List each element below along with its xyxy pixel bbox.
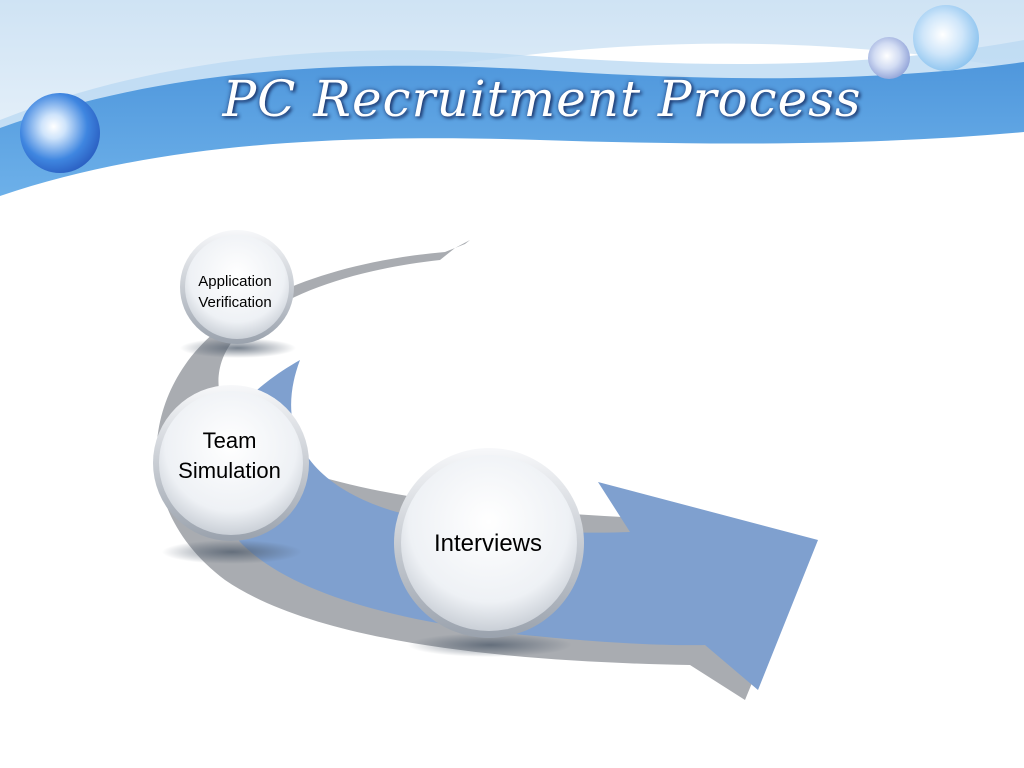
orb-left [20, 93, 100, 173]
step-1-line-2: Verification [198, 294, 272, 311]
bubble-2 [159, 391, 303, 535]
header-banner [0, 0, 1024, 215]
header-sky [0, 0, 1024, 170]
orb-right-small [868, 37, 910, 79]
bubble-1 [185, 235, 289, 339]
bubble-3-shadow [408, 633, 572, 657]
step-interviews: Interviews [398, 529, 578, 559]
step-team-simulation: Team Simulation [157, 426, 302, 486]
step-1-line-1: Application [198, 273, 272, 290]
header-white-stripe [0, 132, 1024, 215]
curved-arrow-blue [211, 360, 818, 690]
step-2-line-1: Team [202, 428, 257, 453]
step-2-line-2: Simulation [178, 458, 281, 483]
bubble-2-shadow [162, 540, 302, 564]
header-light-wave [0, 40, 1024, 155]
step-3-line-1: Interviews [433, 530, 543, 557]
orb-right-large [913, 5, 979, 71]
header-blue-band [0, 62, 1024, 205]
slide-title: PC Recruitment Process [222, 70, 862, 128]
step-application-verification: Application Verification [180, 271, 290, 313]
bubble-1-shadow [180, 338, 296, 358]
bubble-3 [401, 455, 577, 631]
